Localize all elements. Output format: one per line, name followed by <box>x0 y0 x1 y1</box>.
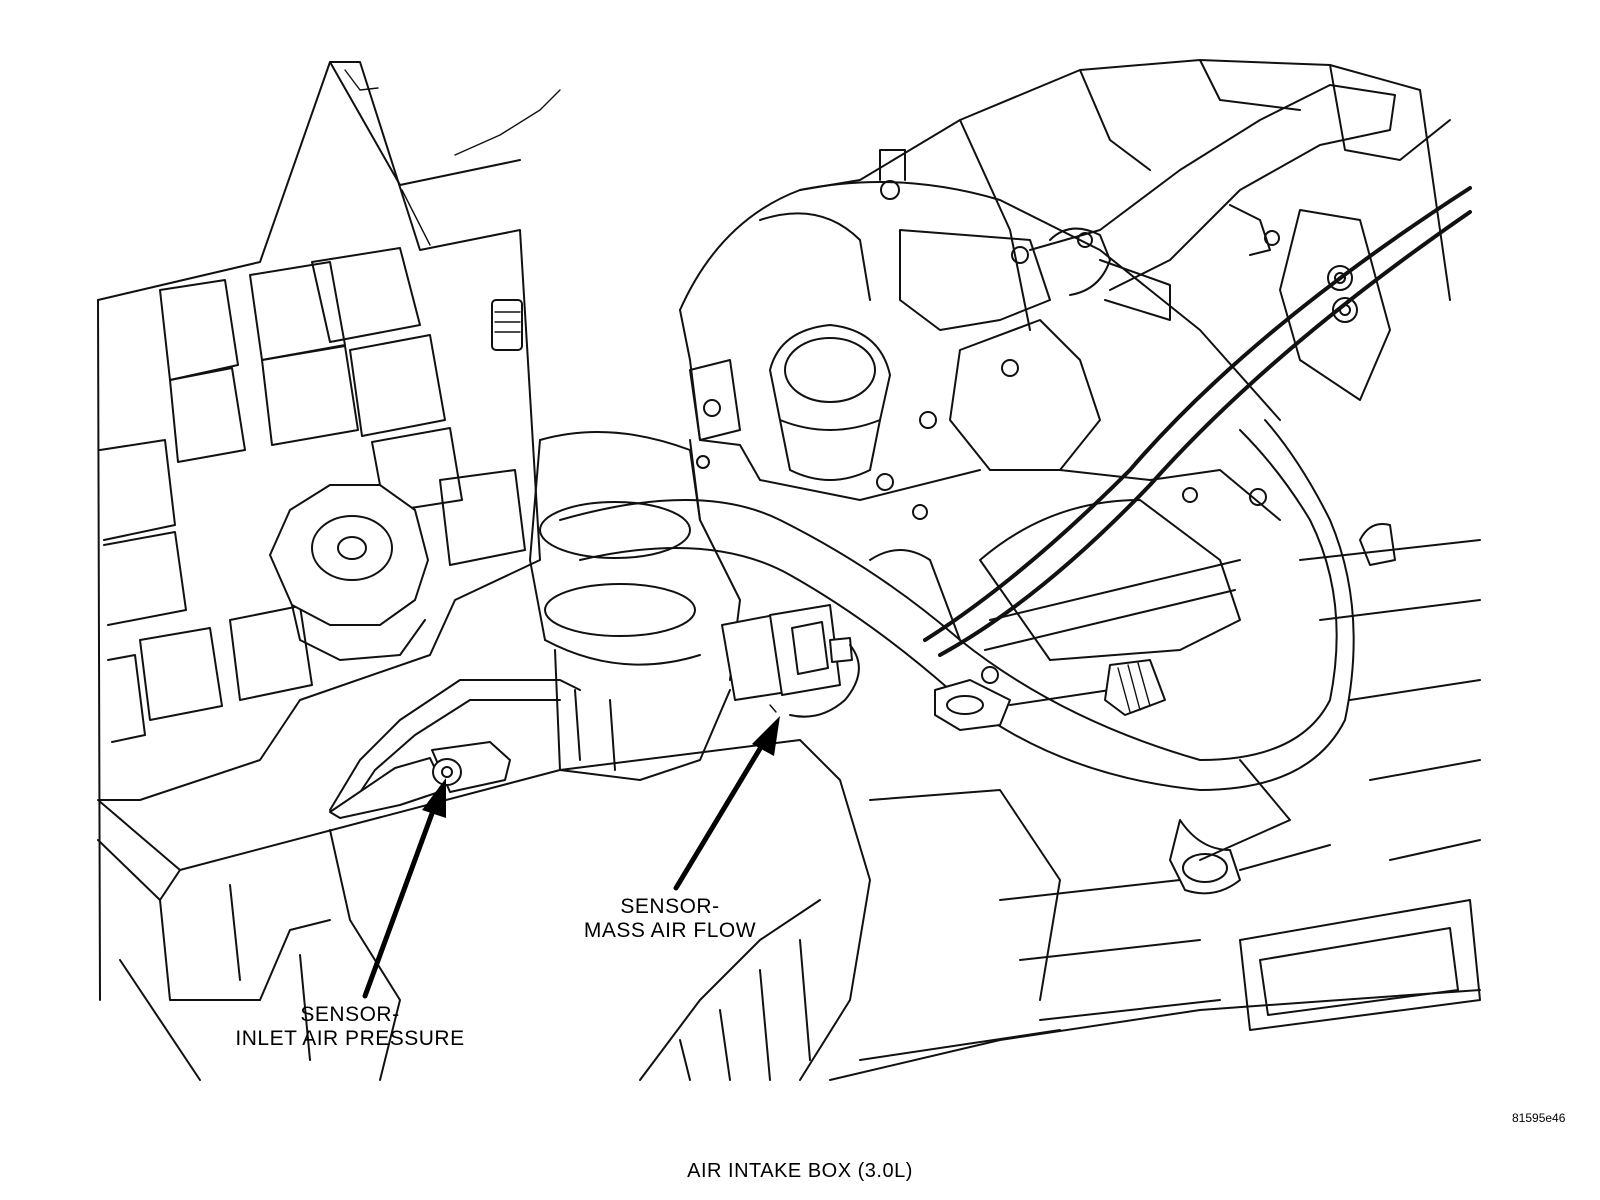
figure-code: 81595e46 <box>1512 1111 1566 1125</box>
iap-leader-arrow <box>362 778 446 999</box>
figure-caption: AIR INTAKE BOX (3.0L) <box>687 1160 913 1182</box>
callout-line: SENSOR- <box>300 1003 400 1026</box>
lower-right-components <box>829 499 1481 1081</box>
throttle-cable <box>923 186 1472 657</box>
intake-manifold <box>679 59 1451 501</box>
iap-sensor-harness <box>329 679 581 819</box>
coolant-reservoir-cap <box>269 484 429 661</box>
clamp-bolt <box>491 299 523 351</box>
callout-line: INLET AIR PRESSURE <box>235 1027 465 1050</box>
air-box-housing <box>97 739 871 1081</box>
callout-mass-air-flow-sensor: SENSOR- MASS AIR FLOW <box>530 895 810 943</box>
maf-connector <box>721 604 860 718</box>
air-intake-duct <box>529 431 741 781</box>
callout-inlet-air-pressure-sensor: SENSOR- INLET AIR PRESSURE <box>205 1003 495 1051</box>
cooling-module-grid <box>97 61 561 1001</box>
throttle-linkage <box>876 84 1396 521</box>
oil-fill-cap <box>769 324 891 481</box>
maf-leader-arrow <box>673 716 780 891</box>
callout-line: MASS AIR FLOW <box>583 919 757 942</box>
coolant-hose <box>559 419 1355 791</box>
callout-line: SENSOR- <box>620 895 720 918</box>
